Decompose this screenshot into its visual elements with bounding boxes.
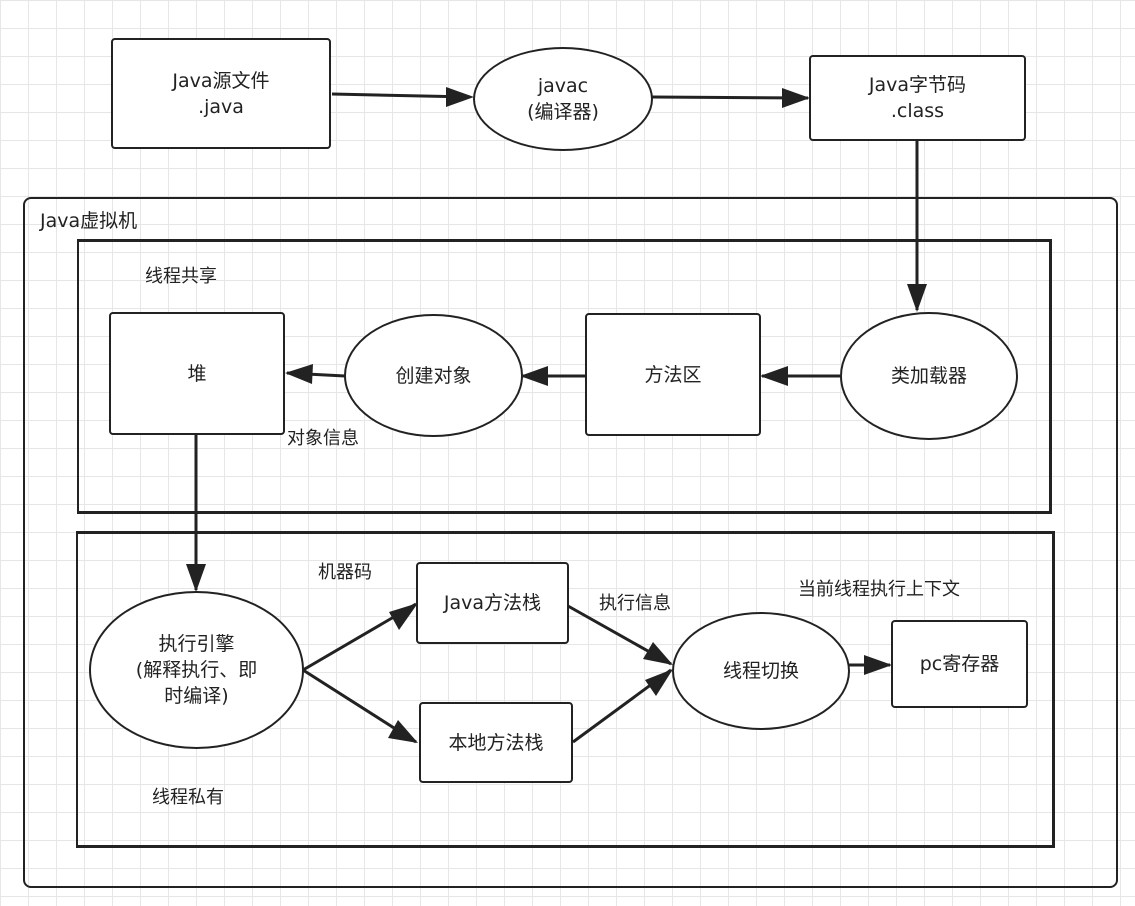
thread-private-panel: [76, 531, 1055, 848]
javac-line2: (编译器): [527, 101, 599, 123]
object-info-label: 对象信息: [287, 428, 359, 449]
arrowhead-javac-to-bytecode: [782, 88, 810, 108]
arrowhead-java-stack-to-switch: [643, 642, 673, 665]
pc-register-node: pc寄存器: [891, 620, 1028, 708]
arrowhead-engine-to-java-stack: [389, 603, 418, 630]
arrowhead-source-to-javac: [446, 87, 474, 107]
jvm-container: [23, 197, 1118, 888]
arrowhead-switch-to-pc: [864, 655, 892, 675]
thread-shared-panel: [77, 239, 1052, 514]
thread-switch-node: 线程切换: [672, 612, 850, 730]
arrowhead-create-to-heap: [285, 364, 313, 384]
java-stack-label: Java方法栈: [443, 592, 542, 614]
exec-info-label: 执行信息: [599, 593, 671, 614]
method-area-node: 方法区: [585, 313, 761, 436]
create-object-label: 创建对象: [395, 364, 472, 387]
arrowhead-heap-to-engine: [186, 564, 206, 592]
jvm-label: Java虚拟机: [40, 210, 138, 232]
thread-switch-label: 线程切换: [722, 660, 799, 682]
context-label: 当前线程执行上下文: [798, 579, 960, 600]
pc-register-label: pc寄存器: [919, 653, 1000, 675]
exec-engine-line3: 时编译): [164, 685, 229, 707]
exec-engine-line1: 执行引擎: [158, 633, 235, 655]
thread-shared-label: 线程共享: [145, 266, 217, 287]
arrowhead-engine-to-native-stack: [388, 720, 418, 743]
java-source-line1: Java源文件: [172, 69, 270, 92]
bytecode-node: Java字节码 .class: [809, 55, 1026, 141]
heap-label: 堆: [187, 362, 207, 385]
create-object-node: 创建对象: [344, 314, 523, 437]
java-source-line2: .java: [198, 95, 244, 118]
java-stack-node: Java方法栈: [416, 562, 569, 644]
class-loader-label: 类加载器: [890, 365, 967, 387]
machine-code-label: 机器码: [318, 562, 372, 583]
java-source-node: Java源文件 .java: [111, 38, 331, 149]
bytecode-line2: .class: [890, 100, 945, 122]
heap-node: 堆: [109, 312, 285, 435]
exec-engine-line2: (解释执行、即: [135, 659, 258, 681]
arrowhead-native-stack-to-switch: [645, 669, 673, 696]
class-loader-node: 类加载器: [840, 312, 1018, 440]
exec-engine-node: 执行引擎 (解释执行、即 时编译): [89, 591, 304, 749]
javac-line1: javac: [537, 75, 589, 97]
thread-private-label: 线程私有: [152, 787, 224, 808]
arrowhead-loader-to-method-area: [760, 366, 788, 386]
method-area-label: 方法区: [644, 363, 702, 386]
arrowhead-bytecode-to-loader: [907, 284, 927, 312]
native-stack-label: 本地方法栈: [448, 731, 544, 754]
native-stack-node: 本地方法栈: [419, 702, 573, 783]
bytecode-line1: Java字节码: [868, 74, 967, 96]
javac-node: javac (编译器): [473, 47, 653, 151]
arrowhead-method-area-to-create: [520, 366, 548, 386]
